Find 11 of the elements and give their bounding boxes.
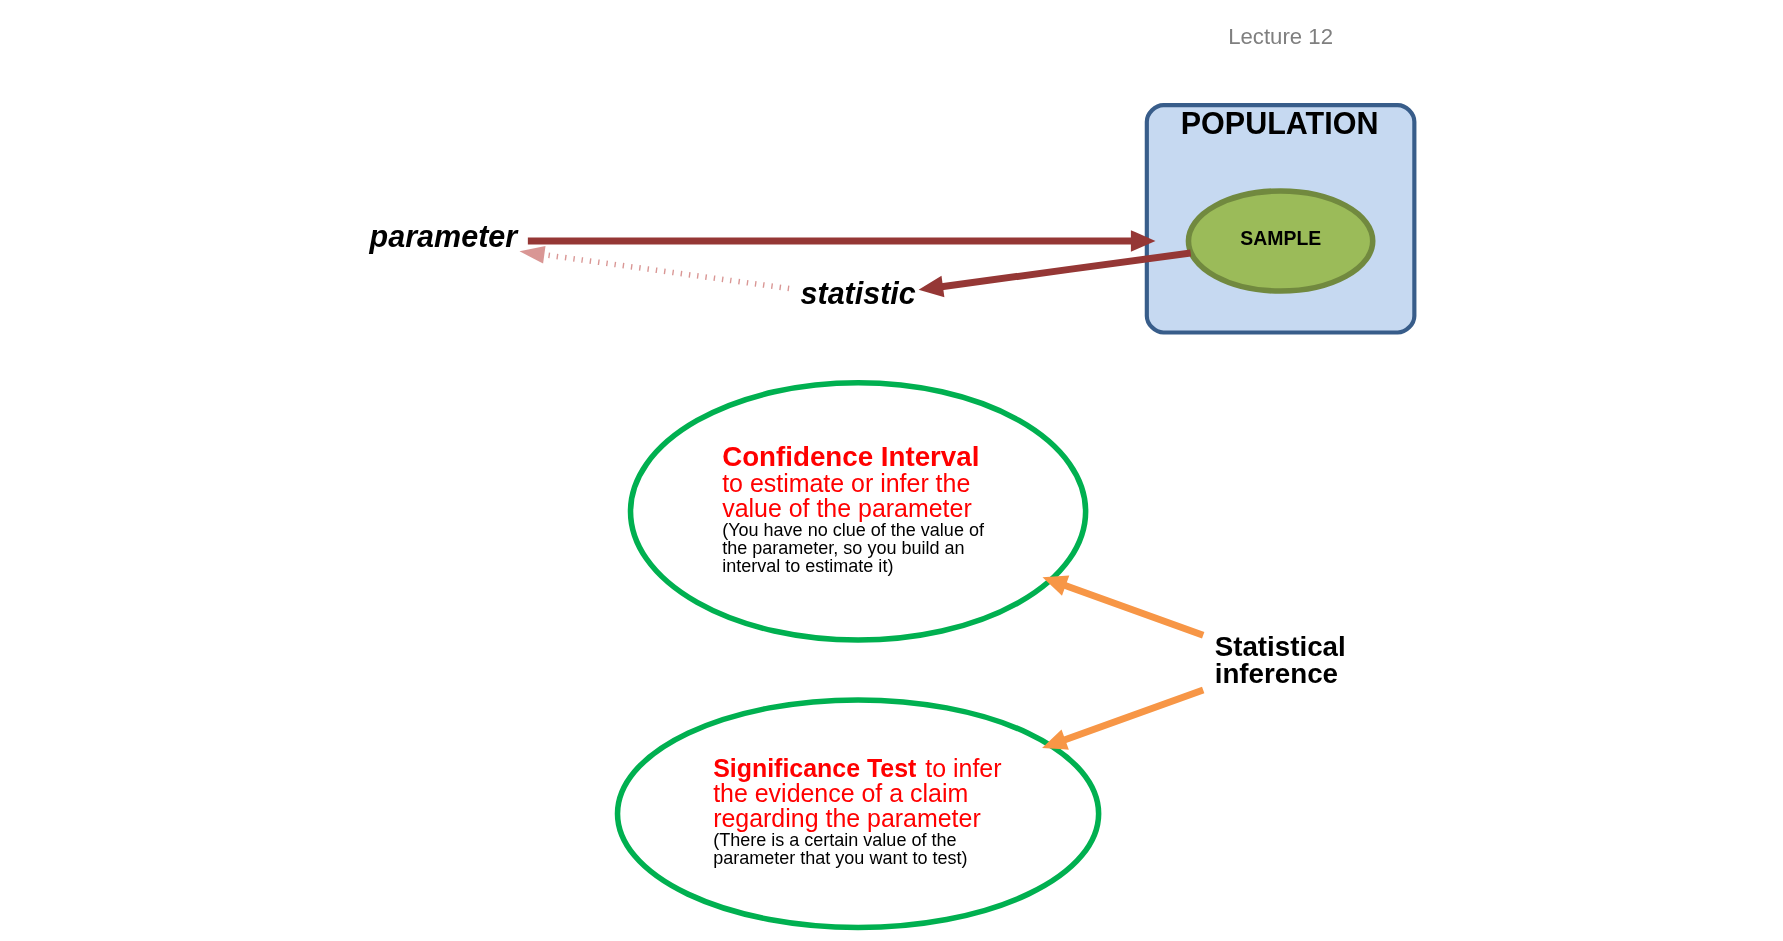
arrow xyxy=(1041,686,1204,750)
node-text: Statistical inference xyxy=(1214,630,1346,690)
node-text: parameter xyxy=(369,219,517,254)
arrow xyxy=(519,246,789,292)
node-ellipse: Significance Test to infer the evidence of a claim regarding the parameter (There is a certain value of the parameter that you want to test) xyxy=(614,697,1101,931)
node-ellipse: Confidence Interval to estimate or infer the value of the parameter (You have no clue of the value of the parameter, so you build an interval to estimate it) xyxy=(627,380,1088,643)
label: Lecture 12 xyxy=(1227,23,1333,49)
node-ellipse: SAMPLE xyxy=(1185,188,1375,294)
arrow xyxy=(918,249,1191,298)
arrow xyxy=(1042,575,1204,639)
node-text: statistic xyxy=(800,276,916,311)
